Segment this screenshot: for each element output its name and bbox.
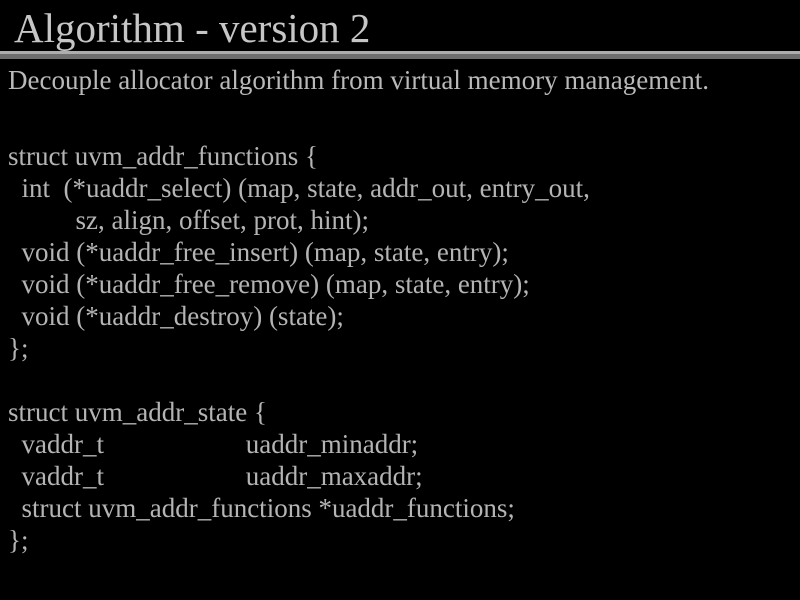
- title-underline-rule: [0, 51, 800, 59]
- code-line: };: [8, 333, 29, 363]
- code-line: vaddr_t uaddr_minaddr;: [8, 429, 419, 459]
- code-line: struct uvm_addr_functions {: [8, 141, 318, 171]
- code-line: vaddr_t uaddr_maxaddr;: [8, 461, 423, 491]
- code-block-uvm-addr-functions: struct uvm_addr_functions { int (*uaddr_…: [8, 140, 590, 364]
- code-line: };: [8, 525, 29, 555]
- code-block-uvm-addr-state: struct uvm_addr_state { vaddr_t uaddr_mi…: [8, 396, 515, 556]
- code-line: void (*uaddr_destroy) (state);: [8, 301, 344, 331]
- code-line: void (*uaddr_free_remove) (map, state, e…: [8, 269, 530, 299]
- slide-title: Algorithm - version 2: [14, 5, 371, 51]
- lead-text: Decouple allocator algorithm from virtua…: [8, 65, 710, 95]
- code-line: void (*uaddr_free_insert) (map, state, e…: [8, 237, 509, 267]
- code-line: struct uvm_addr_functions *uaddr_functio…: [8, 493, 515, 523]
- code-line: int (*uaddr_select) (map, state, addr_ou…: [8, 173, 590, 203]
- code-line: sz, align, offset, prot, hint);: [8, 205, 369, 235]
- code-line: struct uvm_addr_state {: [8, 397, 267, 427]
